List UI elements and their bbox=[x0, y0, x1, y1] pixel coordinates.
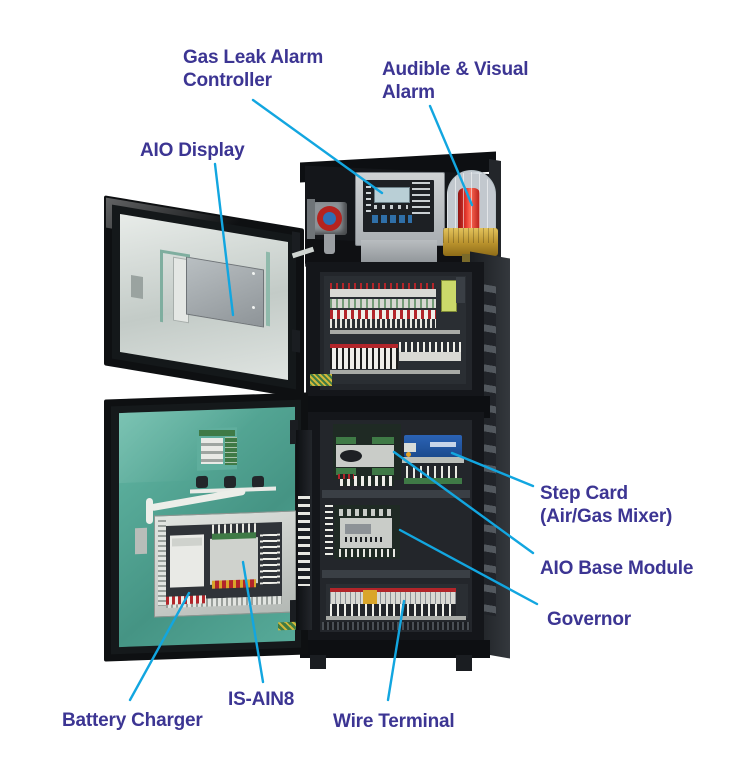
aio-pcb-connector-top-right bbox=[372, 437, 394, 444]
relay-module bbox=[441, 280, 457, 312]
charger-input-wiring bbox=[166, 595, 206, 605]
governor-top-connectors bbox=[339, 509, 395, 516]
mcb-label-strip bbox=[330, 344, 398, 348]
step-card-branding bbox=[430, 442, 456, 447]
controller-status-leds bbox=[374, 205, 408, 209]
governor-side-wires bbox=[325, 505, 333, 559]
alarm-beacon-base-ridges bbox=[443, 228, 498, 243]
upper-panel-wire-bundle bbox=[330, 319, 436, 328]
controller-lower-plate bbox=[361, 240, 437, 264]
upper-din-rail-2 bbox=[330, 370, 460, 374]
aio-display-cable-run bbox=[160, 251, 163, 323]
terminal-row-lower bbox=[399, 352, 461, 361]
wire-terminal-din-rail bbox=[326, 616, 466, 620]
upper-panel-earth-wires bbox=[310, 374, 332, 386]
step-card-terminal-block bbox=[404, 443, 416, 452]
is-ain8-top-wires bbox=[212, 523, 256, 534]
wire-terminal-wiring bbox=[330, 604, 456, 616]
label-governor: Governor bbox=[547, 609, 631, 630]
upper-door-cable-right bbox=[266, 251, 270, 327]
alarm-beacon-cage-ribs bbox=[447, 172, 494, 230]
terminal-row-1 bbox=[330, 288, 436, 297]
controller-keypad bbox=[372, 215, 412, 223]
aio-display-screw-bottom-right bbox=[252, 305, 255, 310]
door-fuse-holders bbox=[201, 438, 223, 464]
aio-pcb-connector-bottom-right bbox=[372, 468, 394, 475]
battery-charger-unit-label bbox=[172, 537, 202, 547]
wire-terminal-screw-heads bbox=[330, 592, 456, 604]
wire-terminal-fuse-carriers bbox=[363, 590, 377, 606]
step-card-green-terminal bbox=[404, 478, 462, 484]
door-isolator-2 bbox=[224, 475, 236, 489]
door-conduit-vertical bbox=[146, 498, 153, 524]
controller-indicator-column-right bbox=[412, 182, 430, 216]
lower-door-latch bbox=[135, 527, 147, 555]
door-fuse-block-rail bbox=[199, 430, 235, 436]
mcb-toggles bbox=[330, 347, 398, 369]
aio-pcb-connector-top-left bbox=[336, 437, 356, 444]
is-ain8-bottom-terminals bbox=[212, 579, 256, 589]
label-aio-display: AIO Display bbox=[140, 140, 245, 161]
lower-panel-shelf-divider bbox=[322, 490, 470, 498]
aio-red-jumpers bbox=[338, 474, 354, 479]
gas-detector-conduit bbox=[324, 234, 335, 254]
label-battery-charger: Battery Charger bbox=[62, 710, 203, 731]
label-audible-visual-alarm: Audible & Visual Alarm bbox=[382, 59, 529, 103]
upper-din-rail-1 bbox=[330, 330, 460, 334]
controller-indicator-column-left bbox=[366, 186, 371, 216]
label-is-ain8: IS-AIN8 bbox=[228, 689, 295, 710]
is-ain8-module bbox=[210, 537, 258, 585]
aio-display-screw-top-right bbox=[252, 271, 255, 276]
cabinet-lower-vent bbox=[322, 622, 470, 630]
door-terminal-markers bbox=[225, 437, 237, 465]
aio-terminal-plugs bbox=[340, 476, 394, 486]
governor-dip-switches bbox=[345, 537, 385, 542]
gas-detector-sensor-icon bbox=[323, 212, 336, 225]
power-supply-module bbox=[456, 277, 465, 303]
terminal-row-lower-wires bbox=[399, 342, 461, 352]
cabinet-foot-left bbox=[310, 655, 326, 669]
cabinet-main-harness bbox=[298, 496, 310, 586]
battery-charger-vent-left bbox=[158, 519, 166, 607]
label-gas-leak-alarm-controller: Gas Leak Alarm Controller bbox=[183, 47, 324, 91]
aio-base-module-oval-label bbox=[340, 450, 362, 462]
controller-lcd-screen bbox=[374, 187, 410, 203]
label-wire-terminal: Wire Terminal bbox=[333, 711, 455, 732]
lower-panel-shelf-divider-2 bbox=[322, 570, 470, 578]
upper-door-latch bbox=[131, 274, 143, 300]
step-card-mount-rail bbox=[402, 457, 464, 463]
terminal-row-1-jumpers bbox=[330, 283, 436, 289]
gas-detector-bracket bbox=[307, 199, 315, 239]
label-aio-base-module: AIO Base Module bbox=[540, 558, 694, 579]
door-isolator-1 bbox=[196, 475, 208, 489]
upper-door-hinge-bottom bbox=[292, 329, 300, 353]
step-card-wiring bbox=[406, 466, 462, 478]
aio-pcb-connector-bottom-left bbox=[336, 468, 356, 475]
label-step-card: Step Card (Air/Gas Mixer) bbox=[540, 483, 673, 527]
terminal-row-2-markers bbox=[330, 299, 436, 308]
cabinet-foot-right bbox=[456, 655, 472, 671]
charger-side-wire-bundle bbox=[260, 533, 280, 585]
governor-screw-terminals bbox=[339, 549, 395, 557]
wire-terminal-label-strip bbox=[330, 588, 456, 592]
governor-faceplate-label bbox=[345, 524, 371, 534]
alarm-beacon-brass-base bbox=[443, 228, 498, 256]
terminal-row-3-jumpers bbox=[330, 310, 436, 319]
